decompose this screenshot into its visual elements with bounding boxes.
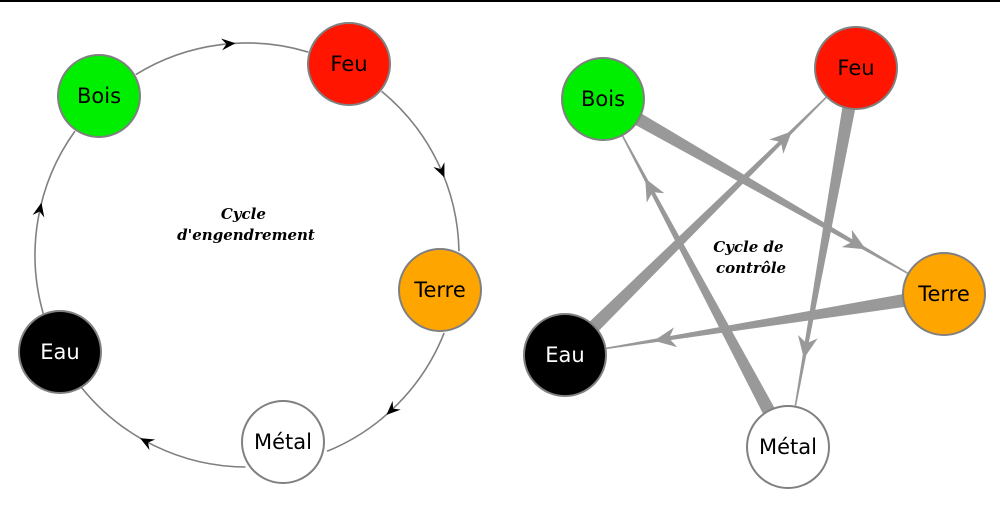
tapered-edge [606, 293, 907, 350]
control-edge-feu-to-metal [794, 105, 856, 406]
arrowhead-icon [797, 334, 818, 359]
generation-edges [32, 38, 460, 468]
generation-edge-bois-to-feu [135, 38, 309, 76]
node-label: Eau [40, 340, 79, 364]
node-label: Eau [545, 343, 584, 367]
arrowhead-icon [841, 229, 866, 250]
control-edge-eau-to-feu [588, 96, 827, 333]
generation-node-eau: Eau [18, 310, 102, 394]
generation-node-feu: Feu [307, 22, 391, 106]
control-title-line-1: Cycle de [713, 238, 783, 256]
node-label: Bois [581, 87, 625, 111]
control-node-terre: Terre [902, 252, 986, 336]
arrowhead-icon [386, 400, 401, 415]
control-node-bois: Bois [561, 57, 645, 141]
generation-arc [326, 332, 445, 453]
generation-cycle-title: Cycle d'engendrement [177, 205, 315, 244]
node-circle [746, 405, 830, 489]
generation-node-terre: Terre [398, 248, 482, 332]
generation-edge-feu-to-terre [381, 90, 460, 252]
arrowhead-icon [769, 131, 792, 154]
control-edge-metal-to-bois [622, 135, 776, 416]
node-circle [57, 54, 141, 138]
generation-edge-eau-to-bois [32, 130, 76, 315]
node-label: Terre [413, 278, 466, 302]
arrowhead-icon [653, 327, 678, 348]
control-title-line-2: contrôle [716, 259, 786, 277]
arrowhead-icon [433, 162, 445, 178]
arrowhead-icon [140, 438, 156, 451]
node-label: Feu [837, 56, 874, 80]
node-circle [18, 310, 102, 394]
generation-edge-terre-to-metal [326, 332, 445, 453]
generation-arc [34, 130, 76, 315]
node-label: Métal [254, 430, 312, 454]
generation-arc [381, 90, 460, 252]
node-circle [814, 26, 898, 110]
tapered-edge [588, 96, 827, 333]
generation-title-line-1: Cycle [221, 205, 266, 223]
control-edges [588, 96, 908, 416]
node-label: Feu [330, 52, 367, 76]
node-label: Métal [759, 435, 817, 459]
node-label: Bois [77, 84, 121, 108]
node-circle [241, 400, 325, 484]
generation-edge-metal-to-eau [80, 387, 246, 468]
control-node-feu: Feu [814, 26, 898, 110]
node-circle [561, 57, 645, 141]
generation-arc [135, 42, 309, 76]
node-circle [523, 313, 607, 397]
node-circle [902, 252, 986, 336]
control-node-metal: Métal [746, 405, 830, 489]
control-edge-terre-to-eau [606, 293, 907, 350]
node-label: Terre [917, 282, 970, 306]
generation-arc [80, 387, 246, 468]
tapered-edge [633, 112, 908, 274]
generation-title-line-2: d'engendrement [177, 226, 315, 244]
generation-node-bois: Bois [57, 54, 141, 138]
tapered-edge [622, 135, 776, 416]
control-node-eau: Eau [523, 313, 607, 397]
control-cycle-title: Cycle de contrôle [713, 238, 789, 277]
tapered-edge [794, 105, 856, 406]
top-border [0, 0, 1000, 2]
arrowhead-icon [645, 178, 665, 203]
node-circle [307, 22, 391, 106]
generation-node-metal: Métal [241, 400, 325, 484]
control-edge-bois-to-terre [633, 112, 908, 274]
arrowhead-icon [221, 38, 236, 51]
node-circle [398, 248, 482, 332]
arrowhead-icon [32, 202, 45, 218]
